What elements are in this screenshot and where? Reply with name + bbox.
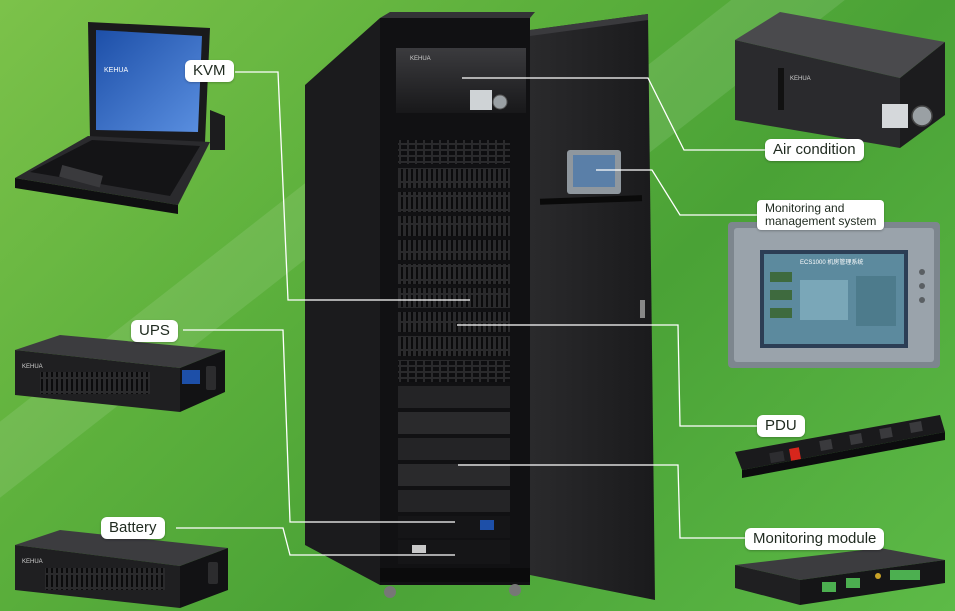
air-condition-label: Air condition (765, 139, 864, 161)
cabinet-logo: KEHUA (410, 56, 431, 62)
ups-device: KEHUA (15, 335, 225, 412)
monitoring-system-label-line2: management system (765, 214, 877, 228)
monitoring-module-connector (458, 464, 746, 539)
kvm-console-device: KEHUA (15, 22, 225, 214)
rack-cabinet: KEHUA (305, 12, 655, 600)
air-condition-device: KEHUA (735, 12, 945, 148)
connector-lines (176, 71, 770, 556)
pdu-device (735, 415, 945, 478)
pdu-label: PDU (757, 415, 805, 437)
battery-device: KEHUA (15, 530, 228, 608)
ups-connector (183, 329, 455, 523)
pdu-switch (789, 447, 801, 461)
pdu-connector (457, 324, 758, 427)
monitoring-system-label-line1: Monitoring and (765, 201, 845, 215)
monitoring-module-label: Monitoring module (745, 528, 885, 550)
battery-label: Battery (101, 517, 165, 539)
kvm-screen-logo: KEHUA (104, 67, 128, 74)
ac-logo: KEHUA (790, 76, 811, 82)
ups-logo: KEHUA (22, 364, 43, 370)
ups-label: UPS (131, 320, 178, 342)
panel-screen-title: ECS1000 机房管理系统 (800, 258, 863, 266)
monitoring-panel-device: ECS1000 机房管理系统 (728, 222, 940, 368)
air-condition-connector (462, 77, 770, 151)
monitoring-system-label: Monitoring and management system (757, 200, 885, 230)
battery-logo: KEHUA (22, 559, 43, 565)
monitoring-module-device (735, 548, 945, 605)
kvm-label: KVM (185, 60, 234, 82)
battery-connector (176, 527, 455, 556)
kvm-connector (235, 71, 470, 301)
cabinet-door (530, 14, 655, 600)
monitoring-system-connector (596, 169, 758, 216)
